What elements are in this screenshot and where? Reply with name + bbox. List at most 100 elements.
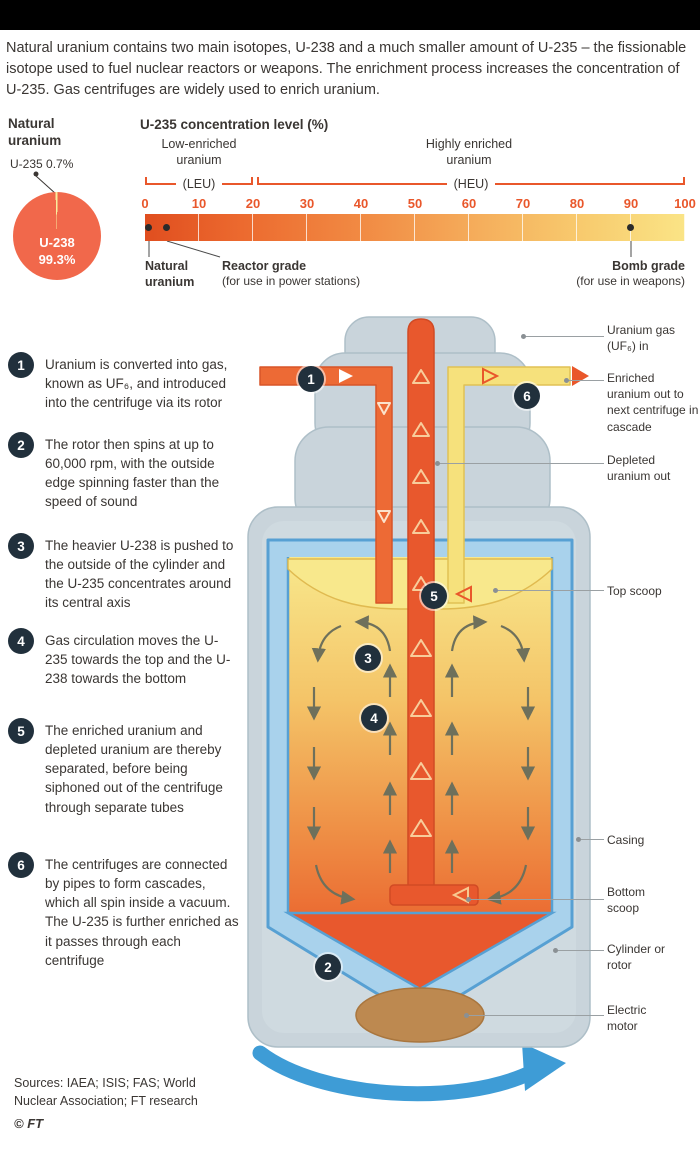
diagram-step-marker-4: 4	[361, 705, 387, 731]
footer-sources: Sources: IAEA; ISIS; FAS; World Nuclear …	[14, 1076, 198, 1108]
marker-natural: Natural uranium	[145, 258, 207, 291]
scale-tick: 40	[353, 196, 369, 211]
scale-tick: 50	[407, 196, 423, 211]
leader-line	[467, 1015, 604, 1016]
scale-tick: 30	[299, 196, 315, 211]
leu-group-label: Low-enriched uranium	[161, 137, 237, 168]
step-number-badge: 5	[8, 718, 34, 744]
leader-line	[438, 463, 604, 464]
scale-tick: 100	[674, 196, 696, 211]
label-electric-motor: Electric motor	[607, 1003, 647, 1034]
scale-tick: 80	[569, 196, 585, 211]
diagram-step-marker-6: 6	[514, 383, 540, 409]
label-enriched-out: Enriched uranium out to next centrifuge …	[607, 371, 699, 434]
bottom-scoop	[389, 884, 479, 906]
leader-line	[556, 950, 604, 951]
step-number-badge: 6	[8, 852, 34, 878]
step-item-3: 3 The heavier U-238 is pushed to the out…	[8, 533, 240, 613]
ft-credit: © FT	[14, 1116, 44, 1131]
step-number-badge: 2	[8, 432, 34, 458]
scale-tick: 70	[515, 196, 531, 211]
marker-bomb-sub: (for use in weapons)	[576, 274, 685, 289]
rotation-arrow	[252, 1045, 540, 1102]
leader-dot	[435, 461, 440, 466]
out-pipe-arrow	[482, 367, 500, 385]
heu-group-label: Highly enriched uranium	[425, 137, 513, 168]
diagram-step-marker-3: 3	[355, 645, 381, 671]
pie-u238-label: U-238	[39, 235, 75, 250]
step-item-2: 2 The rotor then spins at up to 60,000 r…	[8, 432, 240, 512]
bottom-scoop-arrow	[451, 886, 469, 904]
intro-text: Natural uranium contains two main isotop…	[6, 40, 687, 99]
step-item-6: 6 The centrifuges are connected by pipes…	[8, 852, 240, 970]
feed-in-arrow	[339, 369, 353, 383]
marker-natural-label: Natural uranium	[145, 259, 195, 290]
feed-pipe	[259, 366, 393, 604]
step-number-badge: 1	[8, 352, 34, 378]
leader-line	[567, 380, 604, 381]
marker-reactor: Reactor grade (for use in power stations…	[222, 258, 387, 290]
label-depleted-out: Depleted uranium out	[607, 453, 671, 484]
scale-tick: 10	[191, 196, 207, 211]
leader-dot	[521, 334, 526, 339]
pie-title: Natural uranium	[8, 116, 62, 148]
diagram-step-marker-1: 1	[298, 366, 324, 392]
step-text: The heavier U-238 is pushed to the outsi…	[45, 538, 234, 611]
scale-tick: 90	[623, 196, 639, 211]
marker-dot-natural	[145, 224, 152, 231]
marker-reactor-sub: (for use in power stations)	[222, 274, 361, 289]
step-item-5: 5 The enriched uranium and depleted uran…	[8, 718, 240, 817]
rotor-bottom	[283, 911, 557, 991]
pie-callout-u235: U-235 0.7%	[10, 157, 74, 171]
label-uranium-gas: Uranium gas (UF₆) in	[607, 323, 676, 354]
step-text: The rotor then spins at up to 60,000 rpm…	[45, 437, 220, 510]
pie-callout-leader	[33, 171, 57, 195]
label-casing: Casing	[607, 833, 645, 847]
leader-dot	[493, 588, 498, 593]
step-text: The centrifuges are connected by pipes t…	[45, 857, 239, 968]
marker-reactor-label: Reactor grade	[222, 259, 307, 273]
flow-down-triangles	[377, 402, 391, 523]
top-scoop-arrow	[454, 585, 472, 603]
heu-abbr: (HEU)	[453, 177, 489, 191]
step-text: Uranium is converted into gas, known as …	[45, 357, 228, 411]
label-bottom-scoop: Bottom scoop	[607, 885, 646, 916]
marker-leader-lines	[148, 241, 632, 258]
step-number-badge: 4	[8, 628, 34, 654]
enriched-out-pipe	[447, 366, 571, 604]
rotation-arrowhead	[522, 1043, 566, 1091]
marker-dot-bomb	[627, 224, 634, 231]
marker-bomb-label: Bomb grade	[612, 259, 685, 273]
step-item-4: 4 Gas circulation moves the U-235 toward…	[8, 628, 240, 688]
scale-tick: 0	[141, 196, 149, 211]
central-tube	[407, 318, 435, 898]
leader-dot	[564, 378, 569, 383]
concentration-gradient-bar	[145, 214, 685, 241]
diagram-step-marker-2: 2	[315, 954, 341, 980]
leader-dot	[464, 1013, 469, 1018]
diagram-step-marker-5: 5	[421, 583, 447, 609]
header-bar	[0, 0, 700, 30]
leu-bracket: (LEU)	[145, 177, 253, 191]
leader-dot	[553, 948, 558, 953]
leader-dot	[576, 837, 581, 842]
step-text: The enriched uranium and depleted uraniu…	[45, 723, 223, 815]
step-item-1: 1 Uranium is converted into gas, known a…	[8, 352, 240, 412]
leader-line	[579, 839, 604, 840]
enriched-out-arrow	[572, 366, 589, 386]
leader-line	[469, 899, 604, 900]
label-top-scoop: Top scoop	[607, 584, 662, 598]
leader-line	[496, 590, 604, 591]
leader-line	[524, 336, 604, 337]
marker-dot-reactor	[163, 224, 170, 231]
step-text: Gas circulation moves the U-235 towards …	[45, 633, 231, 687]
heu-bracket: (HEU)	[257, 177, 685, 191]
scale-tick: 60	[461, 196, 477, 211]
leader-dot	[466, 897, 471, 902]
centrifuge-illustration	[247, 316, 591, 1102]
flow-up-triangles	[410, 369, 432, 837]
step-number-badge: 3	[8, 533, 34, 559]
scale-tick: 20	[245, 196, 261, 211]
circulation-arrows	[306, 615, 536, 905]
